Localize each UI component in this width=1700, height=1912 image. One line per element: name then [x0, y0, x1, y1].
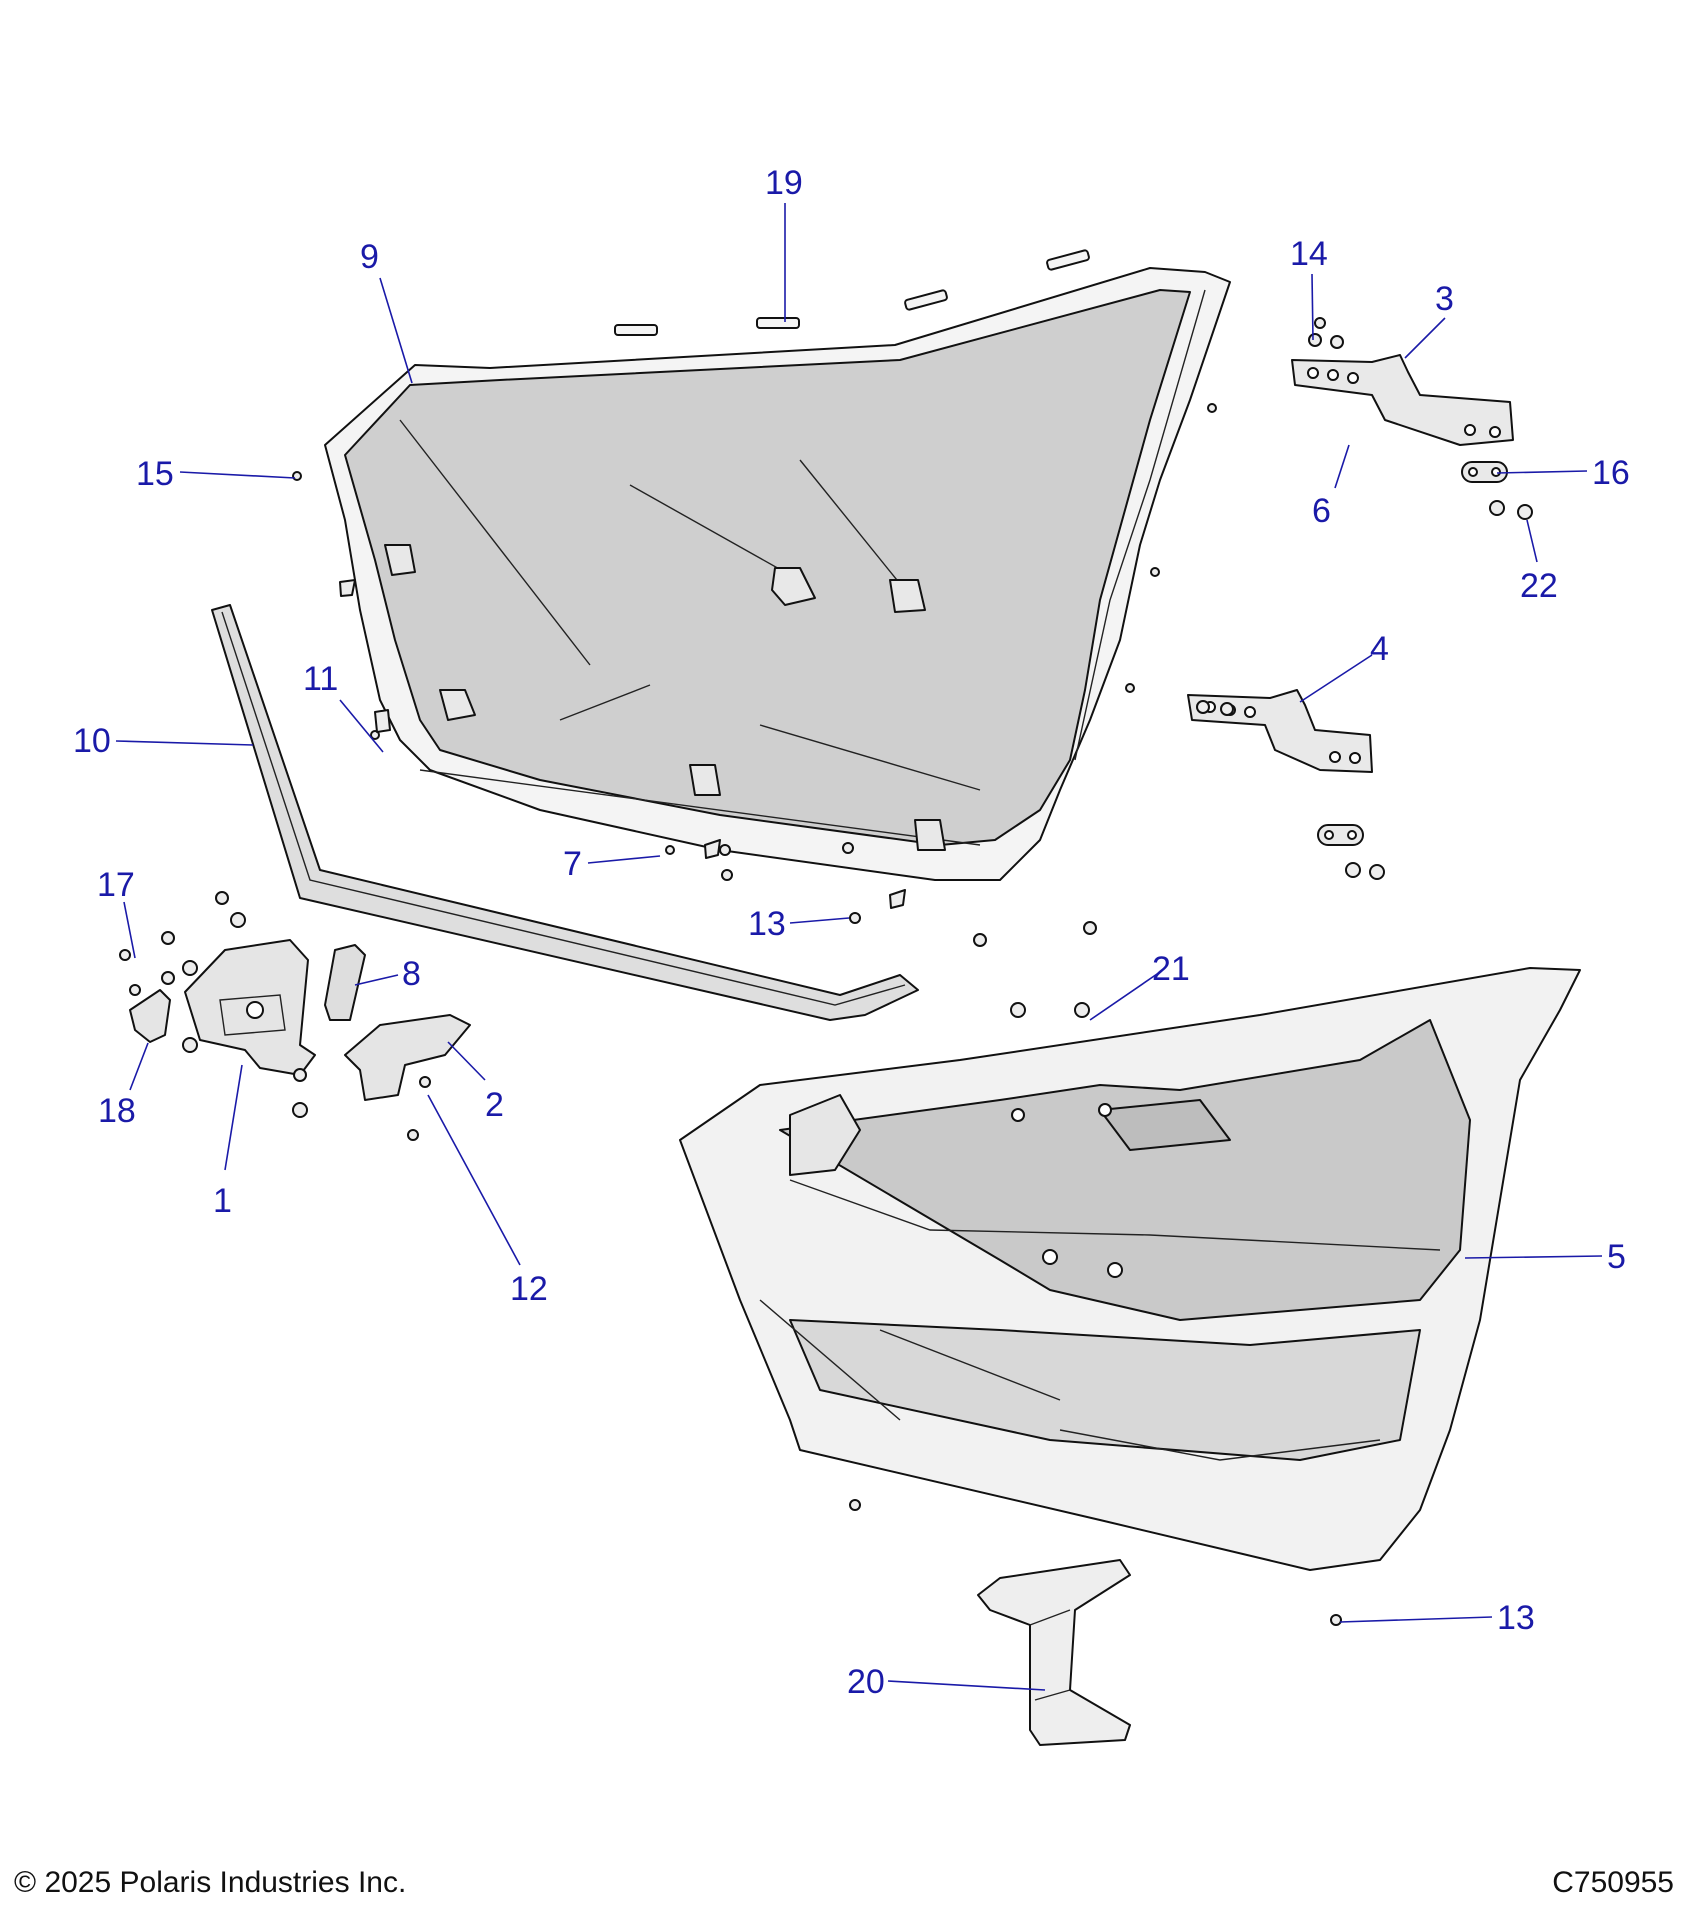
callout-15: 15	[136, 455, 174, 493]
callout-2: 2	[485, 1086, 504, 1124]
callout-3: 3	[1435, 280, 1454, 318]
callout-8: 8	[402, 955, 421, 993]
callout-leaders	[115, 203, 1603, 1691]
callout-5: 5	[1607, 1238, 1626, 1276]
trim-strips	[614, 249, 1090, 336]
callout-11: 11	[303, 660, 338, 698]
callout-7: 7	[563, 845, 582, 883]
drawing-number: C750955	[1552, 1866, 1674, 1899]
door-handle	[977, 1559, 1131, 1746]
upper-door-panel	[324, 267, 1231, 881]
callout-16: 16	[1592, 454, 1630, 492]
callout-13: 13	[748, 905, 786, 943]
callout-12: 12	[510, 1270, 548, 1308]
callout-4: 4	[1370, 630, 1389, 668]
latch-assembly	[129, 939, 471, 1101]
copyright-notice: © 2025 Polaris Industries Inc.	[14, 1866, 407, 1899]
hinge-shims	[1317, 461, 1508, 846]
callout-22: 22	[1520, 567, 1558, 605]
door-seal	[211, 604, 919, 1021]
upper-hinge	[1291, 354, 1514, 446]
callout-6: 6	[1312, 492, 1331, 530]
lower-hinge	[1187, 689, 1373, 773]
callout-18: 18	[98, 1092, 136, 1130]
callout-17: 17	[97, 866, 135, 904]
lower-door-panel	[679, 967, 1581, 1571]
callout-20: 20	[847, 1663, 885, 1701]
callout-13-lower: 13	[1497, 1599, 1535, 1637]
callout-9: 9	[360, 238, 379, 276]
callout-14: 14	[1290, 235, 1328, 273]
callout-19: 19	[765, 164, 803, 202]
callout-1: 1	[213, 1182, 232, 1220]
fasteners	[119, 317, 1533, 1626]
callout-labels: 1 2 3 4 5 6 7 8 9 10 11 12 13 13 14 15 1…	[73, 164, 1630, 1701]
callout-21: 21	[1152, 950, 1190, 988]
callout-10: 10	[73, 722, 111, 760]
